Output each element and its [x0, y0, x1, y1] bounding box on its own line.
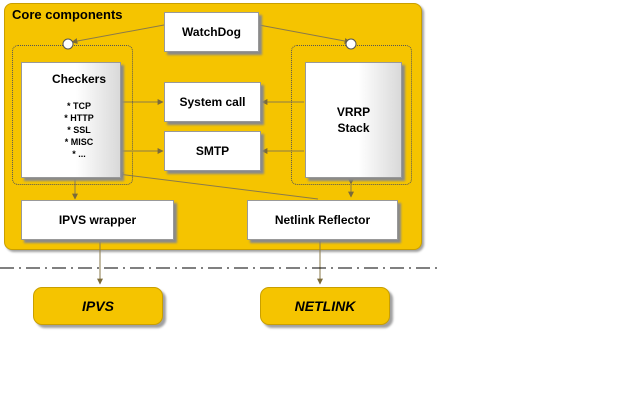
netlink-pill: NETLINK	[260, 287, 390, 325]
netlink-reflector-label: Netlink Reflector	[274, 213, 371, 227]
vrrp-group-port	[345, 38, 357, 50]
checker-item-more: ...	[38, 148, 120, 160]
checkers-box: Checkers TCP HTTP SSL MISC ...	[21, 62, 121, 178]
checker-item-tcp: TCP	[38, 100, 120, 112]
checker-item-ssl: SSL	[38, 124, 120, 136]
smtp-box: SMTP	[164, 131, 261, 171]
vrrp-label-line1: VRRP	[336, 105, 371, 119]
netlink-label: NETLINK	[294, 298, 356, 314]
watchdog-to-vrrp-link	[258, 24, 351, 44]
checkers-group-port	[62, 38, 74, 50]
reflector-to-checkers-link	[117, 171, 319, 200]
ipvs-label: IPVS	[82, 298, 114, 314]
watchdog-to-checkers-link	[71, 24, 165, 44]
vrrp-label-line2: Stack	[337, 121, 370, 135]
checkers-title: Checkers	[51, 72, 107, 86]
smtp-label: SMTP	[195, 144, 230, 158]
panel-title: Core components	[12, 7, 123, 22]
watchdog-box: WatchDog	[164, 12, 259, 52]
system-call-label: System call	[179, 95, 246, 109]
watchdog-label: WatchDog	[182, 25, 241, 39]
ipvs-pill: IPVS	[33, 287, 163, 325]
checker-item-misc: MISC	[38, 136, 120, 148]
vrrp-stack-box: VRRP Stack	[305, 62, 402, 178]
checker-item-http: HTTP	[38, 112, 120, 124]
ipvs-wrapper-label: IPVS wrapper	[58, 213, 137, 227]
checkers-list: TCP HTTP SSL MISC ...	[38, 100, 120, 160]
netlink-reflector-box: Netlink Reflector	[247, 200, 398, 240]
system-call-box: System call	[164, 82, 261, 122]
ipvs-wrapper-box: IPVS wrapper	[21, 200, 174, 240]
